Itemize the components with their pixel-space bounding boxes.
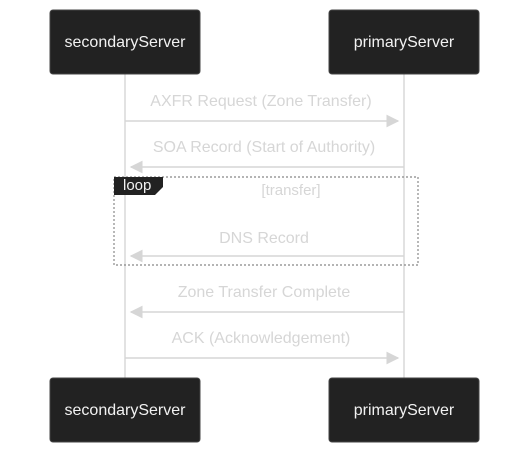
actor-secondary-server-top-label: secondaryServer [65,34,187,51]
actor-secondary-server-bottom: secondaryServer [49,377,201,443]
message-label-dns-record: DNS Record [219,230,309,247]
loop-frame: loop [transfer] [113,176,419,266]
actor-primary-server-bottom-label: primaryServer [354,402,455,419]
actor-primary-server-bottom: primaryServer [328,377,480,443]
message-label-soa-record: SOA Record (Start of Authority) [153,139,375,156]
message-label-axfr-request: AXFR Request (Zone Transfer) [150,93,371,110]
message-label-zone-transfer-complete: Zone Transfer Complete [178,284,351,301]
actor-secondary-server-top: secondaryServer [49,9,201,75]
message-label-ack: ACK (Acknowledgement) [172,330,351,347]
actor-primary-server-top-label: primaryServer [354,34,455,51]
actor-primary-server-top: primaryServer [328,9,480,75]
loop-tab [114,177,163,195]
actor-secondary-server-bottom-label: secondaryServer [65,402,187,419]
loop-condition: [transfer] [261,182,320,199]
loop-keyword: loop [123,177,151,194]
